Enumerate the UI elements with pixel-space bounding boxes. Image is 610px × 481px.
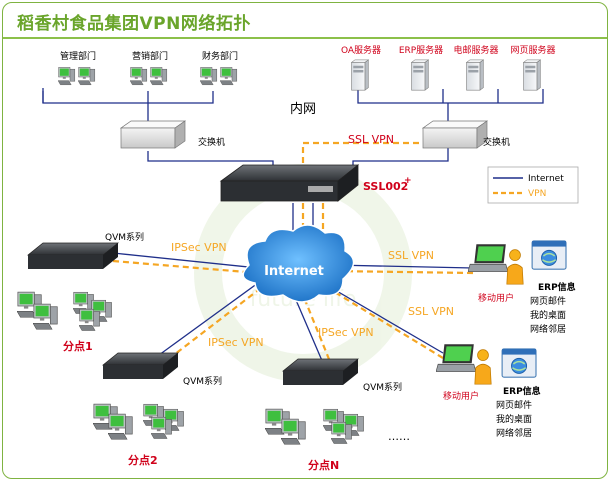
ellipsis-label: ……: [388, 430, 410, 443]
ipsec-vpn-label-branch1: IPSec VPN: [171, 241, 227, 254]
app-window-icon: [531, 240, 567, 270]
branch-1: QVM系列 分点1: [17, 231, 144, 353]
ipsec-vpn-label-branch2: IPSec VPN: [208, 336, 264, 349]
service-desktop: 我的桌面: [530, 309, 566, 321]
qvm-label: QVM系列: [105, 231, 144, 243]
department-management: 管理部门: [58, 50, 96, 86]
ssl-device-label: SSL002: [363, 180, 408, 193]
server-icon: [466, 59, 484, 91]
legend-internet-label: Internet: [528, 174, 564, 184]
server-email: 电邮服务器: [453, 44, 499, 91]
app-window-icon: [501, 348, 537, 378]
department-finance: 财务部门: [200, 50, 238, 86]
ssl-device-plus: +: [404, 176, 412, 186]
computer-icon: [200, 67, 218, 86]
service-webmail: 网页邮件: [496, 399, 532, 411]
service-erp: ERP信息: [503, 385, 541, 397]
diagram-title: 稻香村食品集团VPN网络拓扑: [17, 14, 251, 34]
user-icon: [506, 249, 524, 285]
server-icon: [523, 59, 541, 91]
computer-icon: [331, 421, 352, 444]
branch-2: QVM系列 分点2: [93, 352, 222, 467]
department-label: 管理部门: [60, 50, 96, 62]
intranet-label: 内网: [290, 101, 316, 117]
computer-icon: [151, 416, 172, 439]
department-label: 财务部门: [202, 50, 238, 62]
ssl-vpn-label-mobile2: SSL VPN: [408, 305, 454, 318]
department-sales: 营销部门: [130, 50, 168, 86]
computer-icon: [281, 418, 306, 445]
server-label: 网页服务器: [510, 44, 555, 56]
ipsec-vpn-label-branchN: IPSec VPN: [318, 326, 374, 339]
mobile-user-label: 移动用户: [478, 292, 514, 304]
legend: Internet VPN: [487, 166, 579, 204]
computer-icon: [33, 303, 58, 330]
mobile-user-2: 移动用户 ERP信息 网页邮件 我的桌面 网络邻居: [436, 343, 541, 439]
switch-label: 交换机: [198, 136, 225, 148]
server-label: ERP服务器: [399, 44, 443, 56]
computer-icon: [150, 67, 168, 86]
switch-label: 交换机: [483, 136, 510, 148]
computer-icon: [220, 67, 238, 86]
qvm-label: QVM系列: [363, 381, 402, 393]
branch-n-label: 分点N: [308, 458, 339, 472]
server-label: 电邮服务器: [453, 44, 498, 56]
branch-1-label: 分点1: [63, 339, 93, 353]
user-icon: [474, 349, 492, 385]
server-web: 网页服务器: [510, 44, 556, 91]
computer-icon: [108, 413, 133, 440]
service-webmail: 网页邮件: [530, 295, 566, 307]
service-erp: ERP信息: [538, 281, 576, 293]
ssl-vpn-label-mobile1: SSL VPN: [388, 249, 434, 262]
mobile-user-label: 移动用户: [443, 390, 479, 402]
server-icon: [411, 59, 429, 91]
internet-cloud: Internet: [242, 224, 355, 303]
branch-2-label: 分点2: [128, 453, 158, 467]
ssl-gateway: SSL002 +: [219, 164, 412, 202]
internet-label: Internet: [264, 264, 324, 279]
title-underline: [3, 37, 607, 39]
switch-left: 交换机: [119, 120, 225, 149]
service-desktop: 我的桌面: [496, 413, 532, 425]
department-label: 营销部门: [132, 50, 168, 62]
server-erp: ERP服务器: [399, 44, 443, 91]
computer-icon: [78, 67, 96, 86]
server-icon: [351, 59, 369, 91]
server-oa: OA服务器: [341, 44, 381, 91]
computer-icon: [130, 67, 148, 86]
ssl-vpn-label-intranet: SSL VPN: [348, 133, 394, 146]
branch-n: QVM系列 …… 分点N: [265, 358, 410, 472]
topology-diagram: future life: [17, 44, 579, 472]
legend-vpn-label: VPN: [528, 189, 546, 199]
laptop-icon: [468, 243, 509, 272]
mobile-user-1: 移动用户 ERP信息 网页邮件 我的桌面 网络邻居: [468, 240, 576, 335]
server-label: OA服务器: [341, 44, 381, 56]
switch-right: 交换机: [421, 120, 510, 149]
computer-icon: [79, 308, 100, 331]
qvm-label: QVM系列: [183, 375, 222, 387]
service-network: 网络邻居: [530, 323, 566, 335]
computer-icon: [58, 67, 76, 86]
service-network: 网络邻居: [496, 427, 532, 439]
